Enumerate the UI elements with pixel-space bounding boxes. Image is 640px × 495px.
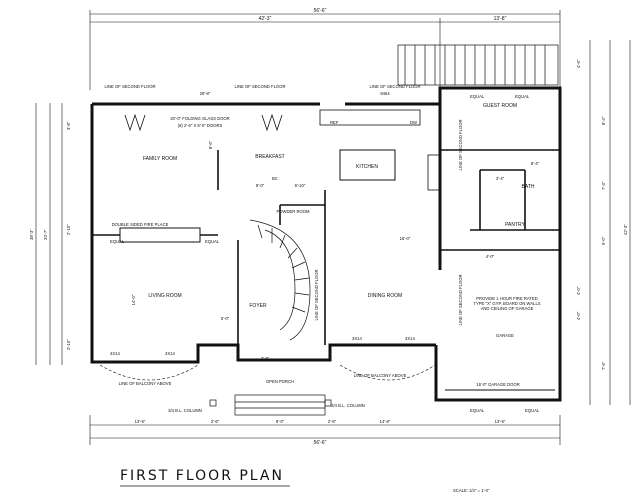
- note-equal-2: EQUAL: [205, 239, 220, 244]
- room-bath: BATH: [522, 184, 535, 190]
- dim-right-total: 42'-3": [623, 224, 628, 235]
- dim-misc-4: 3'-4": [496, 176, 505, 181]
- dim-right-5: 4'-0": [576, 286, 581, 295]
- dim-misc-7: 2'-6": [261, 356, 270, 361]
- note-second-floor-3: LINE OF SECOND FLOOR: [370, 84, 421, 89]
- note-equal-6: EQUAL: [515, 94, 530, 99]
- dim-right-1: 4'-6": [576, 59, 581, 68]
- note-equal-4: EQUAL: [525, 408, 540, 413]
- dim-bottom-4: 2'-6": [328, 419, 337, 424]
- dim-right-3: 7'-4": [601, 181, 606, 190]
- dim-top-right: 13'-8": [494, 16, 507, 22]
- dim-misc-5: 4'-0": [486, 254, 495, 259]
- note-beam-2: 4X14: [165, 351, 175, 356]
- room-garage: GARAGE: [496, 333, 514, 338]
- note-dw: DW: [410, 120, 417, 125]
- dim-misc-3: 8'-4": [531, 161, 540, 166]
- dim-misc-8: 14'-0": [131, 294, 136, 305]
- dim-right-2: 8'-4": [601, 116, 606, 125]
- note-glass-door-2: (8) 2'-6" X 8'-0" DOORS: [178, 123, 223, 128]
- note-second-floor-v2: LINE OF SECOND FLOOR: [458, 275, 463, 326]
- room-porch: OPEN PORCH: [266, 379, 294, 384]
- note-bc: BC: [272, 176, 278, 181]
- room-foyer: FOYER: [249, 303, 267, 309]
- room-guest: GUEST ROOM: [483, 103, 517, 109]
- dim-right-4: 5'-0": [601, 236, 606, 245]
- room-dining: DINING ROOM: [368, 293, 402, 299]
- dim-bottom-overall: 56'-6": [314, 440, 327, 446]
- dim-misc-9: 15'-0": [400, 236, 411, 241]
- dim-top-seg-2: 8464: [380, 91, 390, 96]
- room-pantry: PANTRY: [505, 222, 525, 228]
- note-column-left: 3/4 B.L. COLUMN: [168, 408, 202, 413]
- dim-bottom-5: 14'-8": [380, 419, 391, 424]
- room-powder: POWDER ROOM: [276, 209, 310, 214]
- plan-title: FIRST FLOOR PLAN: [120, 468, 284, 484]
- dim-bottom-2: 2'-6": [211, 419, 220, 424]
- note-equal-5: EQUAL: [470, 94, 485, 99]
- room-living: LIVING ROOM: [148, 293, 181, 299]
- dim-left-2: 2'-10": [66, 224, 71, 235]
- note-equal-3: EQUAL: [470, 408, 485, 413]
- note-header-1: 3X14: [352, 336, 362, 341]
- dim-misc-6: 5'-0": [221, 316, 230, 321]
- room-kitchen: KITCHEN: [356, 164, 378, 170]
- room-family: FAMILY ROOM: [143, 156, 177, 162]
- note-second-floor-v1: LINE OF SECOND FLOOR: [458, 120, 463, 171]
- dim-right-6: 4'-0": [576, 311, 581, 320]
- dim-left-3: 2'-10": [66, 339, 71, 350]
- dim-left-outer: 38'-3": [29, 229, 34, 240]
- note-second-floor-2: LINE OF SECOND FLOOR: [235, 84, 286, 89]
- dim-bottom-1: 13'-8": [135, 419, 146, 424]
- note-balcony-left: LINE OF BALCONY ABOVE: [119, 381, 172, 386]
- dim-misc-10: 8'-6": [208, 140, 213, 149]
- dim-bottom-6: 13'-8": [495, 419, 506, 424]
- dim-right-7: 7'-6": [601, 361, 606, 370]
- note-garage-door: 16'-0" GARAGE DOOR: [476, 382, 519, 387]
- note-second-floor-v3: LINE OF SECOND FLOOR: [314, 270, 319, 321]
- note-second-floor-1: LINE OF SECOND FLOOR: [105, 84, 156, 89]
- garage-note: PROVIDE 1 HOUR FIRE RATED TYPE "X" GYP. …: [473, 296, 541, 311]
- dim-top-left: 42'-3": [259, 16, 272, 22]
- dim-top-overall: 56'-6": [314, 8, 327, 14]
- note-equal-1: EQUAL: [110, 239, 125, 244]
- note-refr: REF: [330, 120, 339, 125]
- plan-scale: SCALE: 1/4" = 1'-0": [453, 488, 490, 493]
- note-beam-1: 4X14: [110, 351, 120, 356]
- note-header-2: 3X14: [405, 336, 415, 341]
- dim-misc-2: 6'-10": [295, 183, 306, 188]
- dim-bottom-3: 8'-0": [276, 419, 285, 424]
- dim-misc-1: 8'-0": [256, 183, 265, 188]
- room-breakfast: BREAKFAST: [255, 154, 284, 160]
- dim-top-seg-1: 28'-8": [200, 91, 211, 96]
- dim-left-1: 3'-8": [66, 121, 71, 130]
- note-balcony-right: LINE OF BALCONY ABOVE: [354, 373, 407, 378]
- note-fireplace: DOUBLE SIDED FIRE PLACE: [112, 222, 169, 227]
- note-column-right: 3/4 B.L. COLUMN: [331, 403, 365, 408]
- note-glass-door: 20'-0" FOLDING GLASS DOOR: [170, 116, 229, 121]
- dim-left-total: 33'-7": [43, 229, 48, 240]
